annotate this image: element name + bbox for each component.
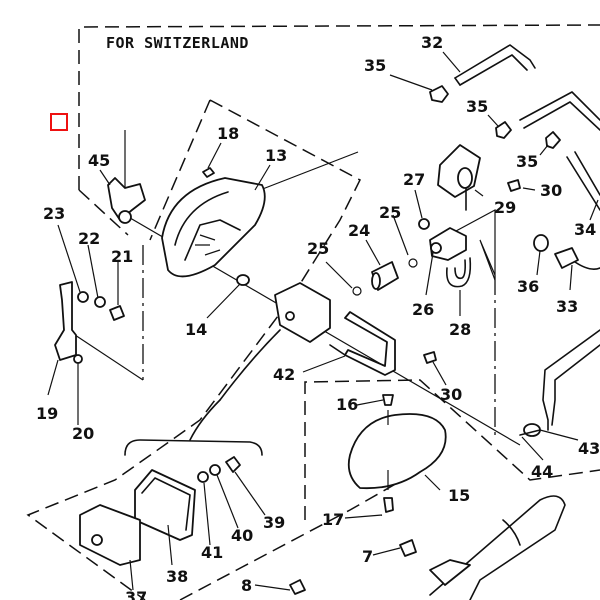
- callout-30-upper: 30: [540, 181, 563, 200]
- callout-34: 34: [574, 220, 597, 239]
- callout-16: 16: [336, 395, 359, 414]
- reflector-15: [347, 394, 447, 513]
- callout-33: 33: [556, 297, 579, 316]
- part-33: [554, 247, 600, 270]
- hose-32: [454, 44, 536, 86]
- callout-41: 41: [201, 543, 224, 562]
- reflector-boundary: [304, 379, 600, 520]
- muffler: [289, 495, 566, 600]
- callout-26: 26: [412, 300, 435, 319]
- clamp-35-c: [545, 131, 561, 149]
- callout-42: 42: [273, 365, 296, 384]
- leader-lines: [47, 51, 599, 591]
- canister-29: [437, 144, 481, 211]
- callout-23: 23: [43, 204, 66, 223]
- callout-17: 17: [322, 510, 345, 529]
- taillight-group: [79, 439, 263, 566]
- callout-32: 32: [421, 33, 444, 52]
- taillight-group-boundary: [26, 299, 421, 600]
- callout-27: 27: [403, 170, 426, 189]
- valve-26: [429, 227, 467, 261]
- callout-28: 28: [449, 320, 472, 339]
- callout-40: 40: [231, 526, 254, 545]
- part-18: [202, 167, 215, 178]
- callout-22: 22: [78, 229, 101, 248]
- callout-37: 37: [125, 588, 148, 600]
- callout-35-c: 35: [516, 152, 539, 171]
- callout-21: 21: [111, 247, 134, 266]
- hose-43: [519, 329, 600, 437]
- callout-38: 38: [166, 567, 189, 586]
- callout-44: 44: [531, 462, 554, 481]
- clamp-35-a: [429, 85, 449, 103]
- bracket-45: [107, 177, 146, 224]
- callout-14: 14: [185, 320, 208, 339]
- switzerland-region-boundary: [78, 24, 600, 236]
- clip-25-a: [352, 286, 362, 296]
- callout-25-b: 25: [379, 203, 402, 222]
- callout-35-b: 35: [466, 97, 489, 116]
- callout-39: 39: [263, 513, 286, 532]
- light-unit: [189, 282, 331, 441]
- callout-36: 36: [517, 277, 540, 296]
- callout-19: 19: [36, 404, 59, 423]
- light-housing-13: [161, 177, 266, 278]
- highlight-marker: [50, 113, 68, 131]
- callout-24: 24: [348, 221, 371, 240]
- callout-13: 13: [265, 146, 288, 165]
- screw-30-lower: [423, 351, 437, 364]
- callout-30-lower: 30: [440, 385, 463, 404]
- screw-30-upper: [507, 179, 521, 192]
- clip-25-b: [408, 258, 418, 268]
- callout-29: 29: [494, 198, 517, 217]
- hose-34: [519, 91, 600, 211]
- callout-7: 7: [362, 547, 374, 566]
- part-36: [533, 234, 549, 252]
- callout-43: 43: [578, 439, 600, 458]
- callout-35-a: 35: [364, 56, 387, 75]
- side-bracket: [54, 281, 125, 364]
- part-24: [371, 261, 399, 291]
- bracket-42: [329, 311, 396, 376]
- callout-8: 8: [241, 576, 253, 595]
- callout-20: 20: [72, 424, 95, 443]
- clamp-35-b: [495, 121, 512, 139]
- callout-45: 45: [88, 151, 111, 170]
- callout-18: 18: [217, 124, 240, 143]
- region-note: FOR SWITZERLAND: [106, 34, 249, 52]
- callout-15: 15: [448, 486, 471, 505]
- callout-25-a: 25: [307, 239, 330, 258]
- part-27: [418, 218, 430, 230]
- nut-14: [236, 274, 250, 286]
- hose-28: [445, 257, 472, 288]
- light-assembly-boundary: [74, 99, 361, 381]
